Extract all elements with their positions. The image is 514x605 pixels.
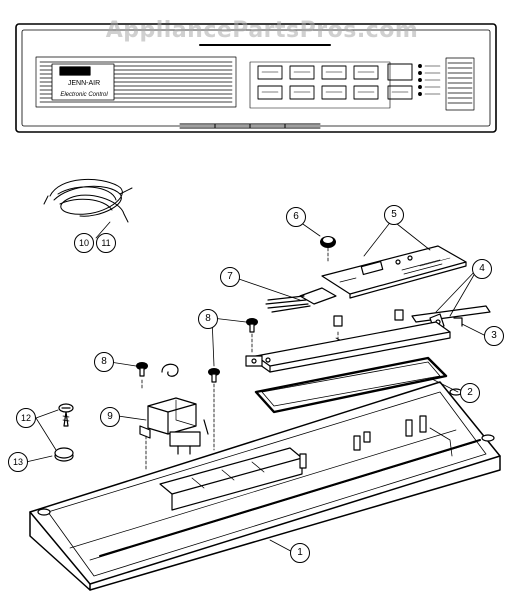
callout-2: 2 <box>460 383 480 403</box>
screw-lower <box>208 368 220 451</box>
panel-bottom-tabs <box>179 123 321 129</box>
screw-12 <box>58 403 74 427</box>
selector-knob <box>320 236 336 263</box>
panel-keypad <box>249 61 441 109</box>
wire-harness <box>43 178 133 223</box>
control-panel-front-view: JENN-AIR Electronic Control <box>15 23 497 133</box>
watermark-text: AppliancePartsPros.com <box>105 18 419 43</box>
housing-channel <box>245 321 451 373</box>
screw-left <box>136 362 148 391</box>
callout-13: 13 <box>8 452 28 472</box>
callout-11: 11 <box>96 233 116 253</box>
console-tray <box>29 381 501 591</box>
gasket <box>254 356 448 414</box>
callout-5: 5 <box>384 205 404 225</box>
callout-8-left: 8 <box>94 352 114 372</box>
grommet <box>54 447 74 462</box>
callout-8-upper: 8 <box>198 309 218 329</box>
brand-plate: JENN-AIR Electronic Control <box>51 63 115 101</box>
callout-10: 10 <box>74 233 94 253</box>
brand-tagline: Electronic Control <box>60 92 108 98</box>
transformer <box>139 397 209 471</box>
callout-9: 9 <box>100 407 120 427</box>
callout-6: 6 <box>286 207 306 227</box>
panel-grille-right <box>445 57 475 111</box>
callout-12: 12 <box>16 408 36 428</box>
callout-4: 4 <box>472 259 492 279</box>
ribbon-connector <box>265 287 337 313</box>
brand-name: JENN-AIR <box>68 80 100 87</box>
screw-upper <box>246 318 258 355</box>
callout-1: 1 <box>290 543 310 563</box>
callout-7: 7 <box>220 267 240 287</box>
circuit-board <box>321 245 467 299</box>
callout-3: 3 <box>484 326 504 346</box>
wire-clip <box>161 363 179 377</box>
